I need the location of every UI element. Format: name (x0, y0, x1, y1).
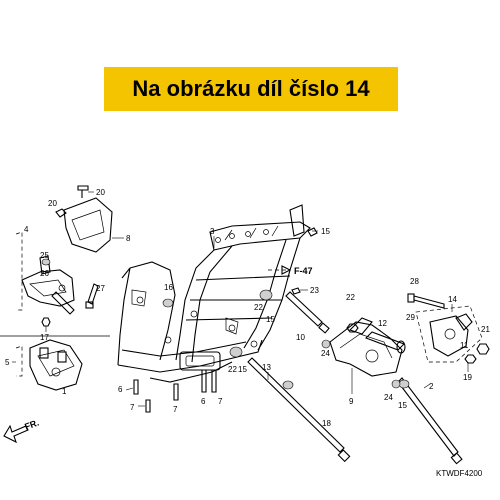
callout-18: 18 (322, 419, 331, 428)
callout-9: 9 (349, 397, 354, 406)
callout-27: 27 (96, 284, 105, 293)
bracket-14 (415, 305, 483, 363)
callout-5: 5 (5, 358, 10, 367)
callout-7a: 7 (130, 403, 135, 412)
front-label: FR. (23, 418, 40, 432)
bolt-28 (407, 293, 445, 309)
callout-7b: 7 (173, 405, 178, 414)
callout-2: 2 (429, 382, 434, 391)
callout-25: 25 (40, 251, 49, 260)
bolt-27 (85, 283, 99, 309)
front-arrow: FR. (3, 418, 40, 444)
banner-text: Na obrázku díl číslo 14 (132, 76, 370, 101)
callout-15c: 15 (238, 365, 247, 374)
callout-14: 14 (448, 295, 457, 304)
small-collars (41, 258, 51, 327)
callout-19: 19 (463, 373, 472, 382)
assembly-5 (0, 335, 110, 391)
callout-24b: 24 (384, 393, 393, 402)
callout-labels: 1 2 3 4 5 6 6 7 7 7 8 9 10 11 12 13 (5, 188, 490, 428)
callout-20a: 20 (96, 188, 105, 197)
callout-20b: 20 (48, 199, 57, 208)
callout-7c: 7 (218, 397, 223, 406)
callout-16: 16 (164, 283, 173, 292)
callout-22c: 22 (346, 293, 355, 302)
callout-22a: 22 (254, 303, 263, 312)
callout-17: 17 (40, 333, 49, 342)
callout-15b: 15 (266, 315, 275, 324)
callout-29: 29 (406, 313, 415, 322)
assembly-4 (15, 231, 75, 315)
callout-23: 23 (310, 286, 319, 295)
callout-6b: 6 (201, 397, 206, 406)
cover-8 (63, 197, 113, 253)
callout-13: 13 (262, 363, 271, 372)
callout-24a: 24 (321, 349, 330, 358)
nuts (321, 323, 490, 389)
studs (133, 369, 217, 413)
diagram-code: KTWDF4200 (436, 469, 483, 478)
callout-3: 3 (210, 227, 215, 236)
callout-28: 28 (410, 277, 419, 286)
callout-12: 12 (378, 319, 387, 328)
callout-26: 26 (40, 269, 49, 278)
callout-21: 21 (481, 325, 490, 334)
collar-12 (365, 331, 406, 354)
callout-15d: 15 (398, 401, 407, 410)
callout-10: 10 (296, 333, 305, 342)
bolt-13-18 (247, 357, 351, 463)
hanger-link-9 (329, 317, 403, 377)
callout-11: 11 (460, 341, 469, 350)
ref-label: F-47 (294, 266, 313, 276)
callout-15a: 15 (321, 227, 330, 236)
ref-arrow: F-47 (268, 265, 313, 295)
callout-22b: 22 (228, 365, 237, 374)
collars (55, 185, 318, 358)
callout-4: 4 (24, 225, 29, 234)
callout-6: 6 (118, 385, 123, 394)
highlight-banner: Na obrázku díl číslo 14 (104, 67, 398, 111)
callout-8: 8 (126, 234, 131, 243)
callout-1: 1 (62, 387, 67, 396)
bolt-10 (285, 291, 330, 334)
main-frame (117, 204, 311, 383)
